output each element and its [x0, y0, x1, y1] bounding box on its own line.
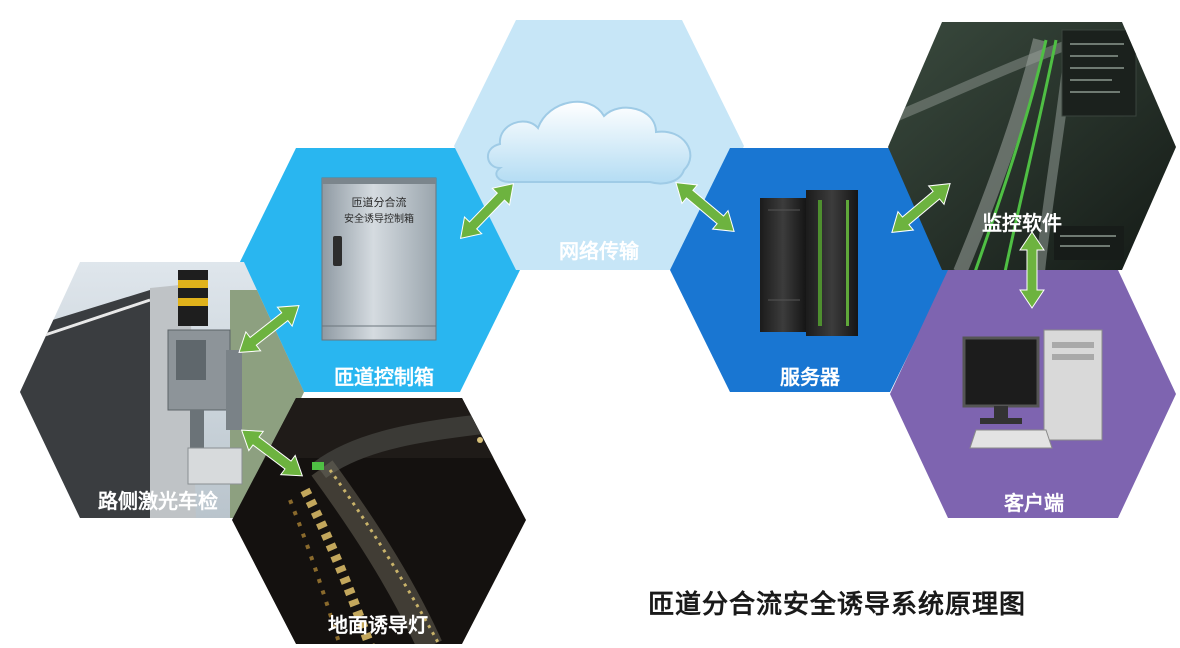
ground-lights-label: 地面诱导灯 [328, 613, 428, 637]
server-rack-icon [760, 190, 858, 336]
arrow-roadside-to-controlbox [238, 305, 300, 353]
arrow-roadside-to-groundlights [240, 429, 304, 477]
arrow-controlbox-to-network [459, 183, 515, 239]
network-node: 网络传输 [454, 20, 744, 270]
control-box-node: 匝道分合流 安全诱导控制箱 匝道控制箱 [236, 148, 520, 392]
diagram-caption: 匝道分合流安全诱导系统原理图 [648, 590, 1027, 620]
client-label: 客户端 [1003, 491, 1064, 515]
desktop-computer-icon [962, 329, 1103, 449]
monitor-software-node: 监控软件 [888, 22, 1176, 270]
ground-lights-node: 地面诱导灯 [232, 398, 526, 644]
client-node: 客户端 [890, 270, 1176, 518]
network-label: 网络传输 [559, 239, 640, 263]
arrow-network-to-server [675, 181, 735, 233]
control-cabinet-image: 匝道分合流 安全诱导控制箱 [321, 177, 437, 341]
roadside-laser-label: 路侧激光车检 [98, 489, 218, 513]
cabinet-label-line2: 安全诱导控制箱 [344, 212, 414, 225]
monitor-software-label: 监控软件 [982, 211, 1062, 235]
arrow-monitor-to-client [1019, 231, 1045, 309]
cabinet-label-line1: 匝道分合流 [352, 195, 407, 209]
control-box-label: 匝道控制箱 [334, 365, 434, 389]
night-road-guide-lights [232, 398, 526, 644]
server-label: 服务器 [780, 365, 841, 389]
server-node: 服务器 [670, 148, 950, 392]
arrow-server-to-monitor [891, 182, 951, 234]
monitoring-screen [888, 22, 1176, 270]
cloud-icon [487, 100, 692, 185]
